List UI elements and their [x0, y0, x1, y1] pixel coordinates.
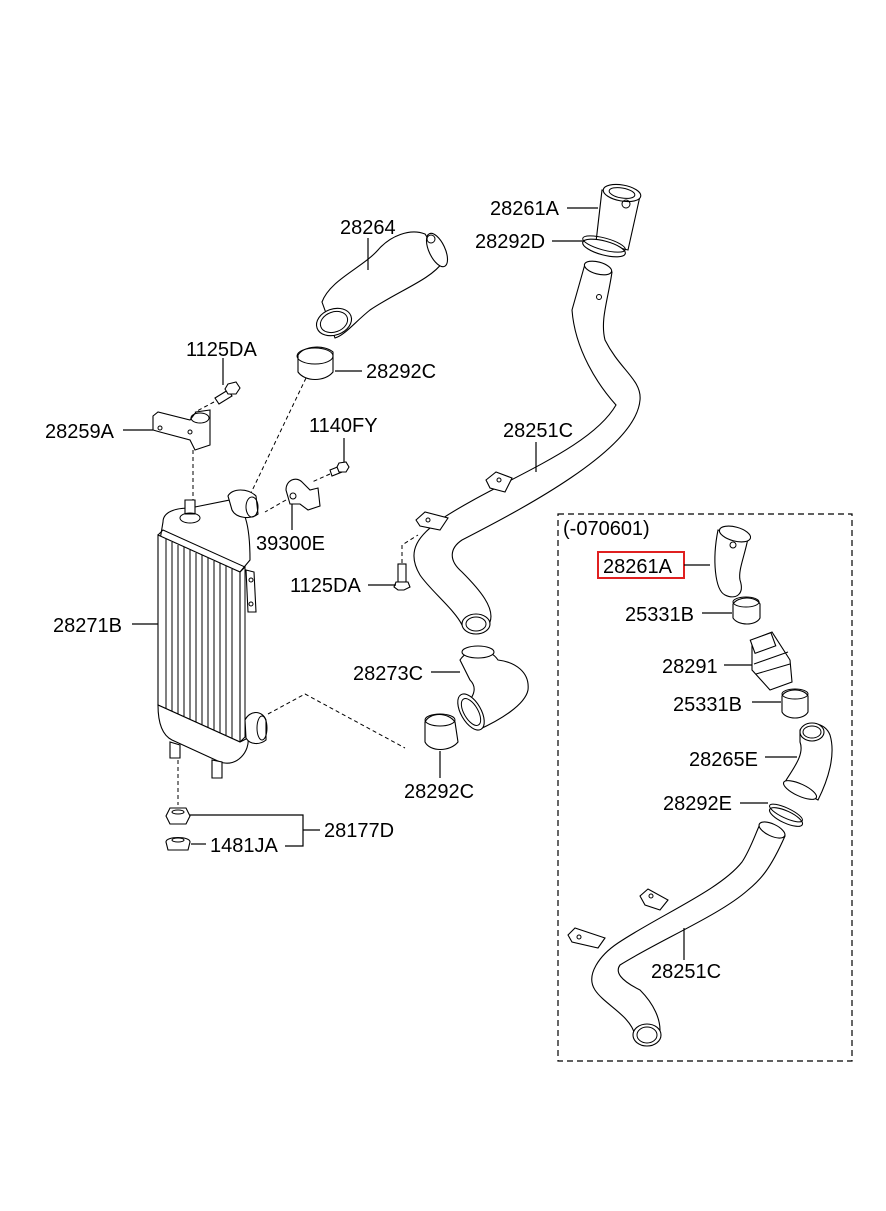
part-28251C-pipe[interactable] [413, 259, 641, 635]
inset-part-28292E-clamp[interactable] [767, 801, 805, 830]
part-39300E-sensor[interactable] [285, 478, 321, 511]
inset-label-25331B-1[interactable]: 25331B [625, 604, 694, 626]
part-28292D-clamp[interactable] [581, 233, 627, 261]
part-28292C-clamp-bottom[interactable] [424, 713, 459, 751]
part-28271B-intercooler[interactable] [157, 489, 268, 779]
part-1481JA-nut[interactable] [165, 836, 191, 851]
label-28259A[interactable]: 28259A [45, 421, 115, 443]
label-28251C[interactable]: 28251C [503, 420, 573, 442]
inset-label-25331B-2[interactable]: 25331B [673, 694, 742, 716]
inset-part-25331B-clamp-1[interactable] [732, 596, 761, 625]
label-1481JA[interactable]: 1481JA [210, 835, 278, 857]
part-28261A-connector[interactable] [595, 182, 642, 251]
part-1140FY-bolt[interactable] [329, 461, 350, 477]
label-28177D[interactable]: 28177D [324, 820, 394, 842]
inset-part-28261A[interactable] [714, 523, 752, 598]
part-28264-hose[interactable] [313, 230, 452, 340]
part-28259A-bracket[interactable] [152, 409, 211, 451]
inset-label-28292E[interactable]: 28292E [663, 793, 732, 815]
inset-label-28291[interactable]: 28291 [662, 656, 718, 678]
label-1140FY[interactable]: 1140FY [309, 415, 378, 437]
inset-part-28251C-pipe[interactable] [567, 819, 787, 1047]
label-28292C-top[interactable]: 28292C [366, 361, 436, 383]
part-1125DA-bolt-mid[interactable] [393, 563, 411, 591]
inset-part-25331B-clamp-2[interactable] [781, 688, 809, 719]
inset-date-code: (-070601) [563, 518, 650, 540]
part-28273C-hose[interactable] [452, 645, 529, 734]
label-28271B[interactable]: 28271B [53, 615, 122, 637]
inset-label-28251C[interactable]: 28251C [651, 961, 721, 983]
label-28264[interactable]: 28264 [340, 217, 396, 239]
inset-part-28265E-hose[interactable] [781, 722, 833, 803]
inset-part-28291-resonator[interactable] [749, 631, 793, 691]
part-28292C-clamp-top[interactable] [296, 346, 334, 381]
label-28261A[interactable]: 28261A [490, 198, 560, 220]
inset-label-28261A[interactable]: 28261A [603, 556, 673, 578]
label-28273C[interactable]: 28273C [353, 663, 423, 685]
label-39300E[interactable]: 39300E [256, 533, 325, 555]
label-28292D[interactable]: 28292D [475, 231, 545, 253]
part-1125DA-bolt-top[interactable] [214, 381, 241, 405]
part-nut-upper[interactable] [165, 807, 191, 825]
label-1125DA-top[interactable]: 1125DA [186, 339, 257, 361]
inset-label-28265E[interactable]: 28265E [689, 749, 758, 771]
label-1125DA-mid[interactable]: 1125DA [290, 575, 361, 597]
label-28292C-bottom[interactable]: 28292C [404, 781, 474, 803]
